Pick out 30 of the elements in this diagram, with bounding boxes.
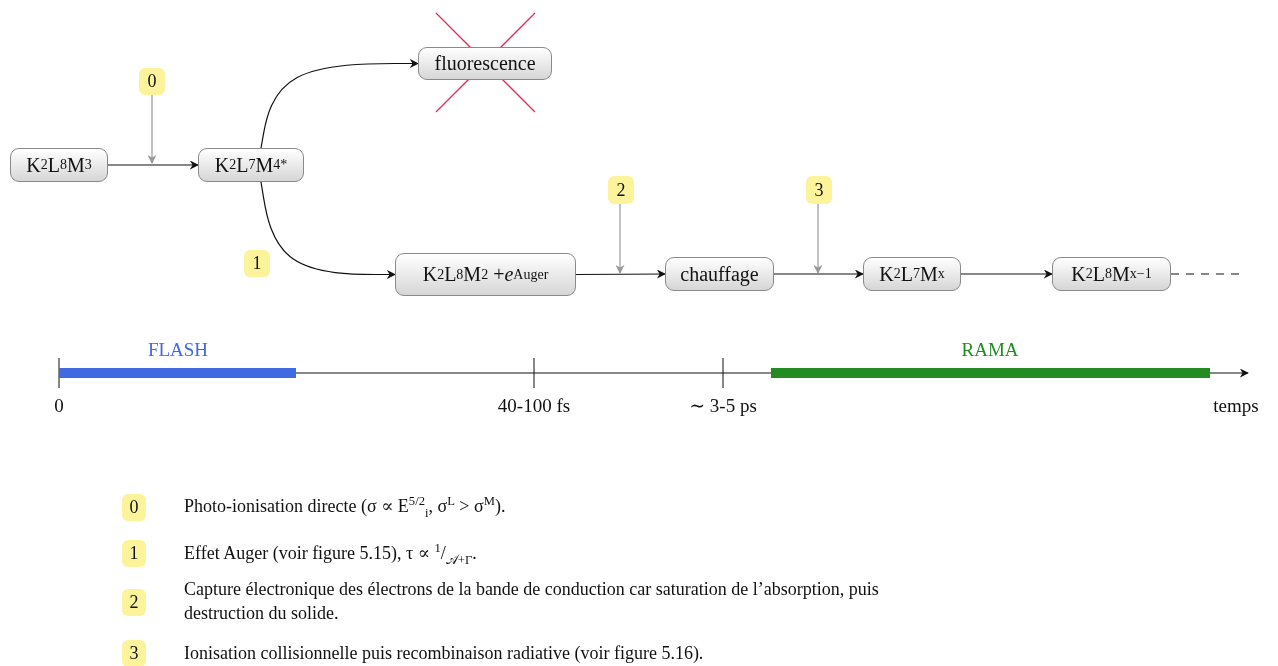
arrow (813, 203, 823, 274)
step-number-badge: 2 (608, 176, 634, 204)
arrow (260, 59, 419, 149)
phase-label: RAMA (961, 340, 1019, 361)
step-number-badge: 2 (122, 589, 146, 616)
step-number-badge: 3 (806, 176, 832, 204)
step-number-badge: 1 (244, 250, 270, 277)
tick-label: 0 (54, 396, 64, 417)
state-box: chauffage (665, 257, 774, 291)
arrow (960, 269, 1053, 279)
arrow (773, 269, 864, 279)
step-description: Effet Auger (voir figure 5.15), τ ∝ $^{1}$/$_{𝒜+Γ}$. (184, 541, 478, 566)
arrow (575, 269, 666, 279)
axis-label: temps (1213, 396, 1259, 417)
tick-label: ∼ 3-5 ps (689, 396, 757, 417)
arrow (107, 160, 199, 170)
step-number-badge: 1 (122, 540, 146, 567)
phase-label: FLASH (147, 340, 209, 361)
arrow (147, 94, 157, 164)
tick-label: 40-100 fs (497, 396, 571, 417)
connector-line (1170, 273, 1241, 275)
arrow (615, 203, 625, 274)
step-number-badge: 0 (139, 68, 165, 95)
step-number-badge: 3 (122, 640, 146, 666)
arrow (260, 181, 396, 279)
step-number-badge: 0 (122, 494, 146, 521)
state-box: fluorescence (418, 47, 552, 80)
step-description: Ionisation collisionnelle puis recombinaison radiative (voir figure 5.16). (184, 642, 705, 665)
step-description: Photo-ionisation directe (σ ∝ E$^{5/2}$$_{i}$, σ$^{L}$ > σ$^{M}$). (184, 494, 507, 519)
step-description: Capture électronique des électrons de la bande de conduction car saturation de l’absorption, puis destruction du solide. (184, 578, 880, 626)
